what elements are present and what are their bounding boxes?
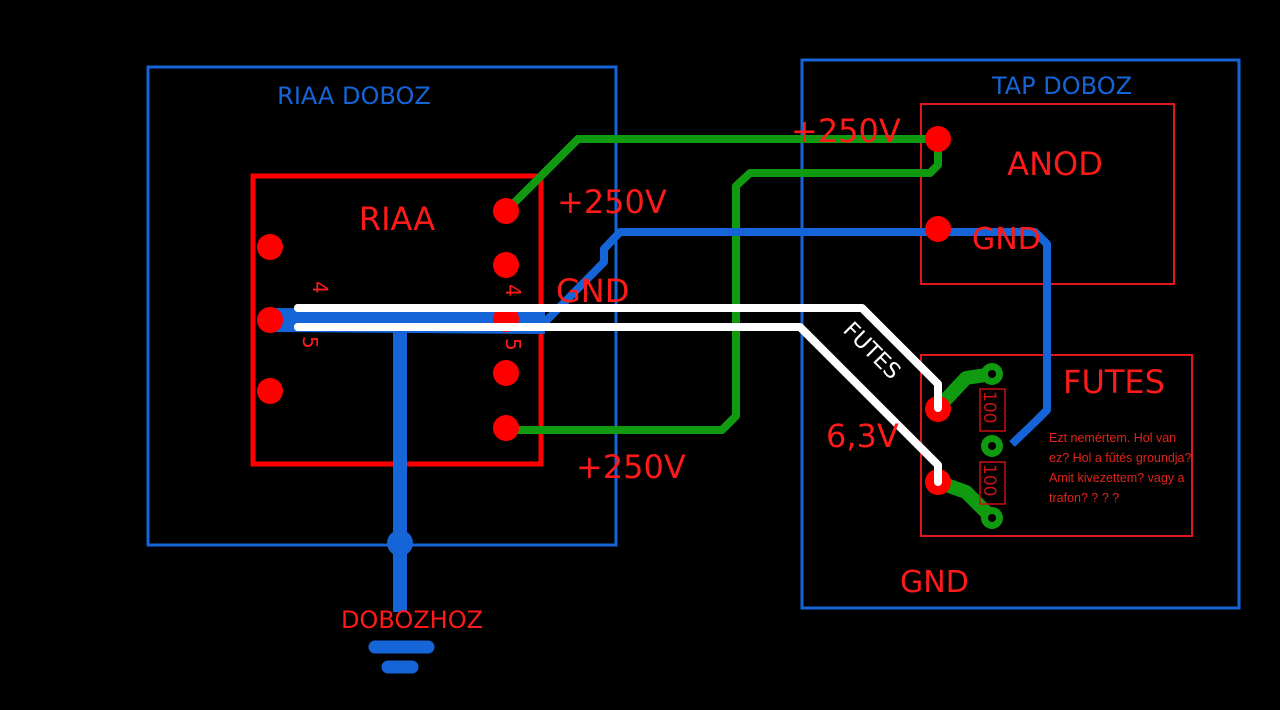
hv-label-riaa-top: +250V	[557, 183, 667, 221]
riaa-label: RIAA	[359, 200, 435, 238]
anod-label: ANOD	[1007, 145, 1103, 183]
hv-trace-bottom	[506, 139, 942, 434]
tap-enclosure-label: TAP DOBOZ	[991, 72, 1132, 100]
gnd-label-tap: GND	[900, 565, 969, 600]
riaa-pad-right-5	[493, 415, 519, 441]
riaa-pad-left-1	[257, 234, 283, 260]
gnd-label-riaa: GND	[556, 272, 629, 310]
chassis-ground-junction	[387, 530, 413, 556]
gnd-trace-anod	[506, 228, 1051, 447]
hv-label-riaa-bottom: +250V	[576, 448, 686, 486]
resistor-2-label: 100	[979, 464, 999, 496]
anod-pad-hv	[925, 126, 951, 152]
riaa-pad-left-3	[257, 378, 283, 404]
gnd-label-anod: GND	[972, 222, 1041, 257]
riaa-pin-label-5-left: 5	[298, 336, 322, 349]
chassis-label: DOBOZHOZ	[341, 606, 483, 634]
riaa-pad-right-2	[493, 252, 519, 278]
riaa-enclosure-label: RIAA DOBOZ	[277, 82, 431, 110]
riaa-pad-right-1	[493, 198, 519, 224]
hv-label-tap: +250V	[791, 112, 901, 150]
riaa-pin-label-4-left: 4	[308, 281, 332, 294]
resistor-1-outline	[979, 388, 1006, 432]
riaa-pad-right-4	[493, 360, 519, 386]
riaa-pin-label-4-right: 4	[501, 284, 525, 297]
anod-pad-gnd	[925, 216, 951, 242]
futes-label: FUTES	[1063, 363, 1165, 401]
hv-trace-top	[503, 135, 938, 214]
annotation-note: Ezt nemértem. Hol van ez? Hol a fűtés gr…	[1049, 431, 1192, 505]
resistor-2-outline	[979, 461, 1006, 505]
riaa-pin-label-5-right: 5	[501, 338, 525, 351]
heater-voltage-label: 6,3V	[826, 417, 899, 455]
resistor-1-label: 100	[979, 391, 999, 423]
riaa-pad-left-2	[257, 307, 283, 333]
